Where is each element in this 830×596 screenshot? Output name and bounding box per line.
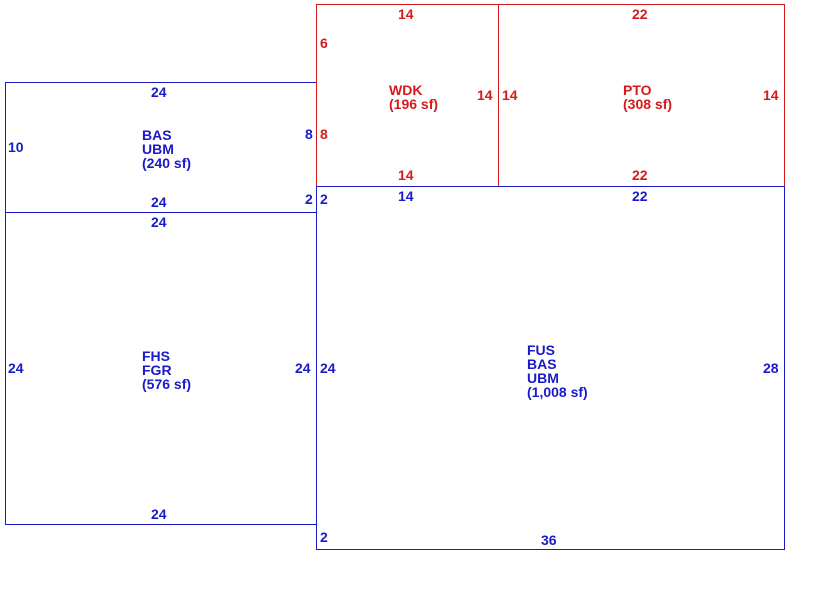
fus-size: (1,008 sf) <box>527 384 588 400</box>
pto-size: (308 sf) <box>623 96 673 112</box>
bas-area-label: BAS UBM (240 sf) <box>142 128 191 170</box>
fus-bas-code: BAS <box>527 356 557 372</box>
fhs-dim-left: 24 <box>8 360 24 376</box>
fus-code: FUS <box>527 342 555 358</box>
wdk-dim-bottom: 14 <box>398 167 414 183</box>
fus-ubm-code: UBM <box>527 370 559 386</box>
pto-code: PTO <box>623 82 652 98</box>
bas-dim-bottom: 24 <box>151 194 167 210</box>
wdk-size: (196 sf) <box>389 96 439 112</box>
fus-dim-right: 28 <box>763 360 779 376</box>
wdk-dim-left-upper: 6 <box>320 35 328 51</box>
pto-dim-bottom: 22 <box>632 167 648 183</box>
bas-dim-left: 10 <box>8 139 24 155</box>
fus-area-label: FUS BAS UBM (1,008 sf) <box>527 343 588 399</box>
bas-dim-right: 8 <box>305 126 313 142</box>
bas-size: (240 sf) <box>142 155 192 171</box>
fus-dim-top-left: 14 <box>398 188 414 204</box>
fhs-area-label: FHS FGR (576 sf) <box>142 349 191 391</box>
fus-dim-top-right: 22 <box>632 188 648 204</box>
pto-dim-left: 14 <box>502 87 518 103</box>
wdk-dim-top: 14 <box>398 6 414 22</box>
fus-dim-bottom: 36 <box>541 532 557 548</box>
fhs-size: (576 sf) <box>142 376 192 392</box>
bas-dim-top: 24 <box>151 84 167 100</box>
fus-dim-notch-inner: 2 <box>320 191 328 207</box>
fhs-dim-right: 24 <box>295 360 311 376</box>
fus-dim-left: 24 <box>320 360 336 376</box>
ubm-code: UBM <box>142 141 174 157</box>
fus-area-outline <box>316 186 785 550</box>
fgr-code: FGR <box>142 362 172 378</box>
wdk-dim-left-lower: 8 <box>320 126 328 142</box>
wdk-area-label: WDK (196 sf) <box>389 83 438 111</box>
pto-dim-right: 14 <box>763 87 779 103</box>
wdk-dim-right: 14 <box>477 87 493 103</box>
pto-area-label: PTO (308 sf) <box>623 83 672 111</box>
fhs-code: FHS <box>142 348 170 364</box>
wdk-code: WDK <box>389 82 423 98</box>
fus-dim-notch-outer: 2 <box>305 191 313 207</box>
bas-code: BAS <box>142 127 172 143</box>
pto-dim-top: 22 <box>632 6 648 22</box>
fhs-dim-bottom: 24 <box>151 506 167 522</box>
fhs-dim-top: 24 <box>151 214 167 230</box>
fus-dim-notch-bottom: 2 <box>320 529 328 545</box>
